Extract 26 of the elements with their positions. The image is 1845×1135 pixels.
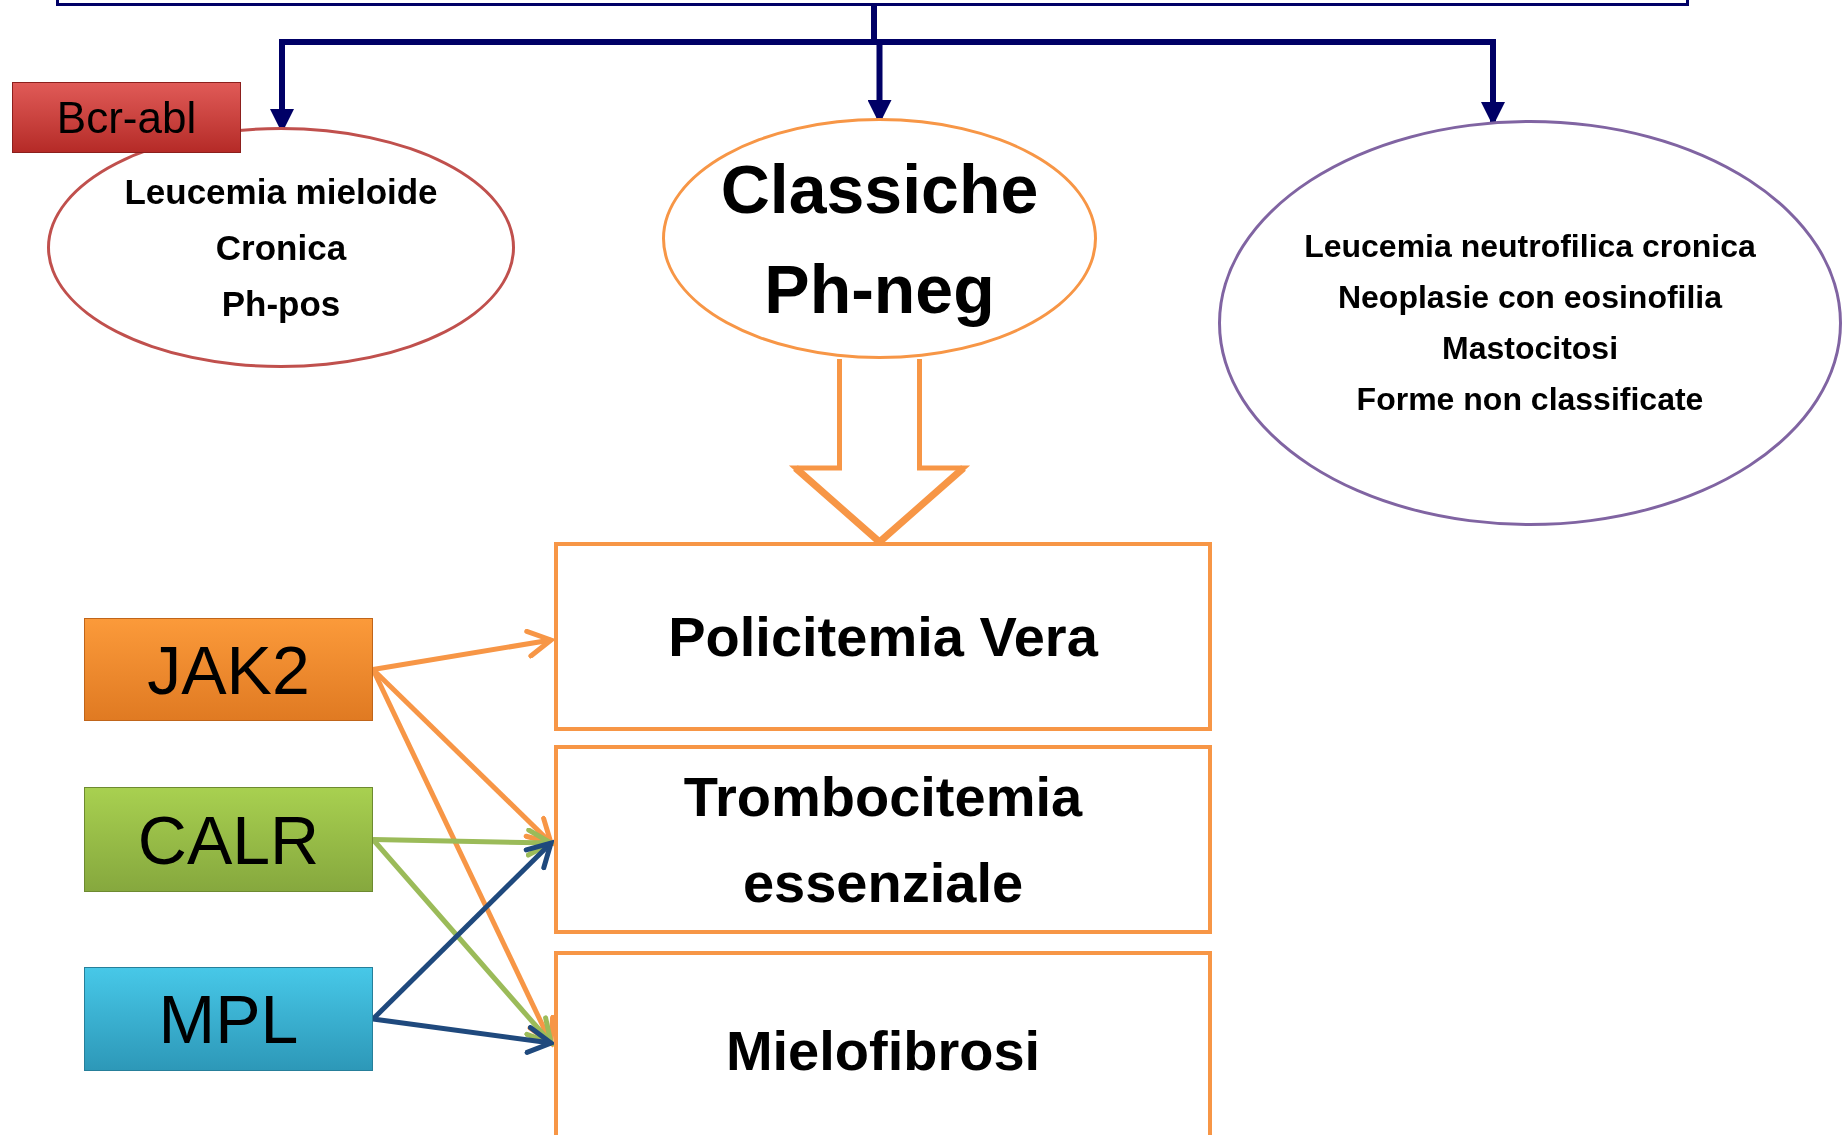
node-label: Classiche — [720, 149, 1039, 229]
arrow — [372, 628, 554, 672]
node-label: Forme non classificate — [1356, 380, 1704, 419]
disease-box — [554, 951, 1212, 1135]
node-label: Bcr-abl — [56, 95, 197, 140]
gene-box — [84, 787, 373, 892]
node-label: MPL — [158, 985, 299, 1053]
arrow — [372, 1016, 554, 1055]
node-label: Cronica — [215, 226, 347, 269]
node-label: Mastocitosi — [1442, 329, 1618, 368]
node-label: Policitemia Vera — [667, 603, 1100, 670]
node-label: Mielofibrosi — [724, 1018, 1042, 1084]
node-label: Neoplasie con eosinofilia — [1337, 278, 1723, 317]
gene-box — [84, 618, 373, 721]
arrow — [372, 827, 554, 858]
node-label: Ph-pos — [221, 282, 341, 325]
disease-box — [554, 542, 1212, 731]
node-label: Trombocitemia essenziale — [682, 763, 1084, 916]
gene-box — [84, 967, 373, 1071]
node-label: JAK2 — [147, 635, 310, 704]
node-label: Ph-neg — [764, 249, 995, 329]
node-label: Leucemia neutrofilica cronica — [1304, 227, 1756, 266]
disease-box — [554, 745, 1212, 934]
node-label: CALR — [137, 805, 320, 874]
tag-label — [12, 82, 241, 153]
node-label: Leucemia mieloide — [124, 170, 438, 213]
